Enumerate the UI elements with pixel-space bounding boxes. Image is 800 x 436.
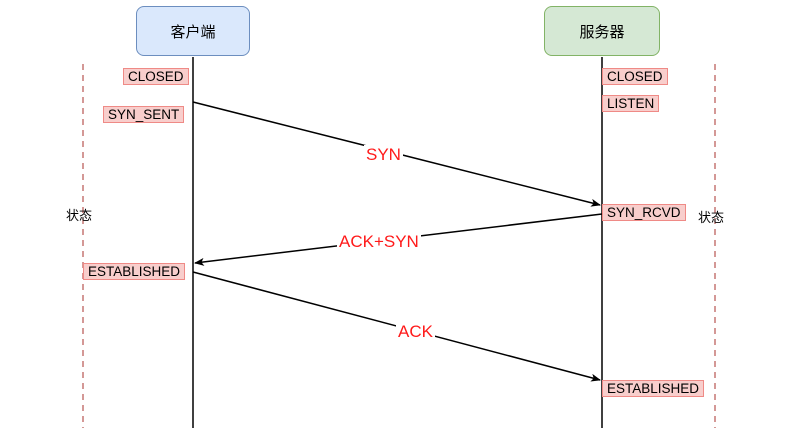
- server-state-listen: LISTEN: [602, 95, 660, 112]
- server-state-syn-rcvd: SYN_RCVD: [602, 204, 686, 221]
- left-state-label: 状态: [66, 209, 93, 224]
- syn-message-label: SYN: [364, 145, 403, 165]
- server-state-established: ESTABLISHED: [602, 380, 705, 397]
- right-state-label: 状态: [698, 211, 725, 226]
- client-state-established: ESTABLISHED: [83, 263, 186, 280]
- client-state-closed: CLOSED: [123, 68, 189, 85]
- server-state-closed: CLOSED: [602, 68, 668, 85]
- ack-message-label: ACK: [396, 322, 435, 342]
- server-node: 服务器: [544, 6, 660, 56]
- client-state-syn-sent: SYN_SENT: [103, 106, 185, 123]
- ack-syn-message-label: ACK+SYN: [337, 232, 421, 252]
- client-node: 客户端: [136, 6, 250, 56]
